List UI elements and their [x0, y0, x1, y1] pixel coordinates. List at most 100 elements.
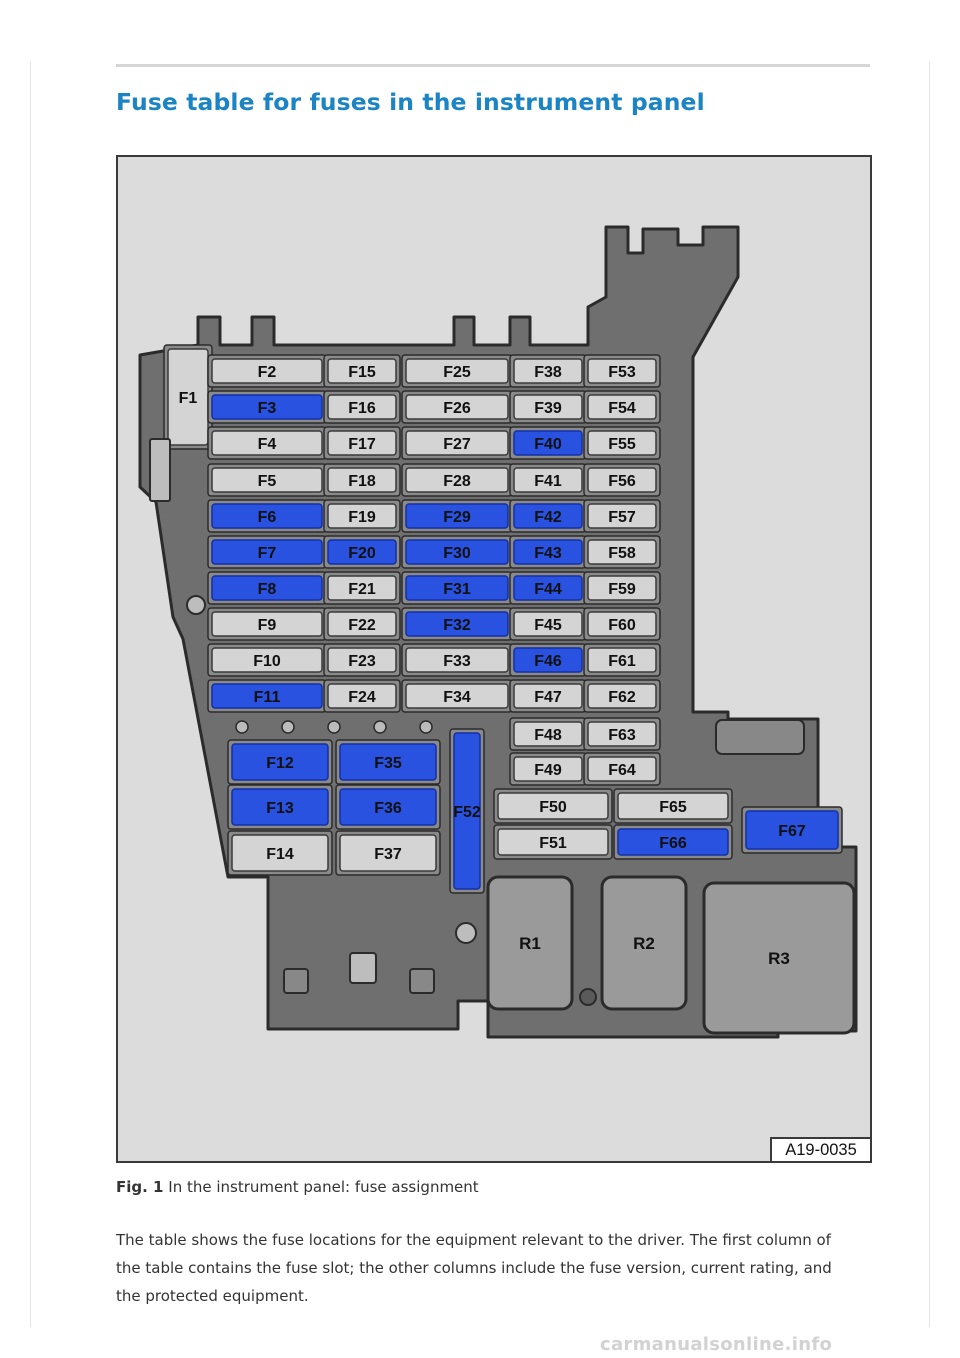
fuse-f56	[587, 467, 657, 493]
fuse-label-f13: F13	[266, 800, 294, 817]
fuse-f59	[587, 575, 657, 601]
fuse-label-f18: F18	[348, 473, 376, 490]
fuse-label-f30: F30	[443, 545, 471, 562]
fuse-f28	[405, 467, 509, 493]
fuse-f27	[405, 430, 509, 456]
fuse-f39	[513, 394, 583, 420]
fuse-f14	[231, 834, 329, 872]
fuse-f36	[339, 788, 437, 826]
fuse-f54	[587, 394, 657, 420]
latch-tab	[349, 952, 377, 984]
pin-2	[281, 720, 295, 734]
connector-block	[715, 719, 805, 755]
fuse-f11	[211, 683, 323, 709]
fuse-f50	[497, 792, 609, 820]
fuse-f47	[513, 683, 583, 709]
pin-5	[419, 720, 433, 734]
fuse-f32	[405, 611, 509, 637]
left-margin-rule	[30, 62, 31, 1327]
fuse-f16	[327, 394, 397, 420]
fuse-label-f34: F34	[443, 689, 471, 706]
fuse-label-f11: F11	[254, 689, 281, 706]
fuse-label-f29: F29	[443, 509, 471, 526]
fuse-f52	[453, 732, 481, 890]
pin-4	[373, 720, 387, 734]
fuse-f6	[211, 503, 323, 529]
fuse-f8	[211, 575, 323, 601]
pin-3	[327, 720, 341, 734]
fuse-f55	[587, 430, 657, 456]
fuse-label-f6: F6	[258, 509, 277, 526]
fuse-label-f56: F56	[608, 473, 636, 490]
fuse-f5	[211, 467, 323, 493]
fuse-label-f24: F24	[348, 689, 376, 706]
fuse-label-f37: F37	[374, 846, 402, 863]
fuse-label-f66: F66	[659, 835, 687, 852]
fuse-label-f25: F25	[443, 364, 471, 381]
fuse-f34	[405, 683, 509, 709]
fuse-f31	[405, 575, 509, 601]
fuse-f57	[587, 503, 657, 529]
fuse-f64	[587, 756, 657, 782]
fuse-f63	[587, 721, 657, 747]
fuse-label-f7: F7	[258, 545, 277, 562]
fuse-f17	[327, 430, 397, 456]
fuse-label-f31: F31	[443, 581, 471, 598]
fuse-f7	[211, 539, 323, 565]
fuse-label-f8: F8	[258, 581, 277, 598]
fuse-f49	[513, 756, 583, 782]
fuse-label-f54: F54	[608, 400, 636, 417]
figure-caption: Fig. 1 In the instrument panel: fuse ass…	[116, 1178, 479, 1196]
fuse-label-f48: F48	[534, 727, 562, 744]
fuse-f62	[587, 683, 657, 709]
fuse-f10	[211, 647, 323, 673]
mounting-screw-left	[186, 595, 206, 615]
fuse-f44	[513, 575, 583, 601]
fuse-f26	[405, 394, 509, 420]
fuse-label-f57: F57	[608, 509, 636, 526]
fuse-label-f36: F36	[374, 800, 402, 817]
fuse-label-f42: F42	[534, 509, 562, 526]
fuse-f66	[617, 828, 729, 856]
fuse-f25	[405, 358, 509, 384]
fuse-label-f20: F20	[348, 545, 376, 562]
fuse-label-f67: F67	[778, 823, 806, 840]
fuse-f13	[231, 788, 329, 826]
fuse-f19	[327, 503, 397, 529]
fuse-f29	[405, 503, 509, 529]
fuse-label-f45: F45	[534, 617, 562, 634]
fuse-f23	[327, 647, 397, 673]
fuse-f40	[513, 430, 583, 456]
fuse-f51	[497, 828, 609, 856]
fuse-f24	[327, 683, 397, 709]
fuse-f35	[339, 743, 437, 781]
fuse-f46	[513, 647, 583, 673]
fuse-label-f22: F22	[348, 617, 376, 634]
fuse-label-f53: F53	[608, 364, 636, 381]
fuse-f15	[327, 358, 397, 384]
fuse-label-f2: F2	[258, 364, 277, 381]
intro-paragraph: The table shows the fuse locations for t…	[116, 1231, 832, 1305]
fuse-label-f10: F10	[253, 653, 281, 670]
fuse-label-f59: F59	[608, 581, 636, 598]
fuse-f61	[587, 647, 657, 673]
fuse-label-f16: F16	[348, 400, 376, 417]
relay-r1	[486, 875, 574, 1011]
side-clip	[149, 438, 171, 502]
fuse-f65	[617, 792, 729, 820]
fuse-label-f51: F51	[539, 835, 567, 852]
mounting-hole	[579, 988, 597, 1006]
fuse-f45	[513, 611, 583, 637]
fuse-f30	[405, 539, 509, 565]
fuse-label-f50: F50	[539, 799, 567, 816]
fuse-label-f52: F52	[453, 804, 481, 821]
right-margin-rule	[929, 62, 930, 1327]
fuse-label-f65: F65	[659, 799, 687, 816]
fuse-label-f64: F64	[608, 762, 636, 779]
fuse-label-f49: F49	[534, 762, 562, 779]
page-title: Fuse table for fuses in the instrument p…	[116, 88, 705, 116]
top-divider	[116, 64, 870, 67]
fuse-label-f32: F32	[443, 617, 471, 634]
